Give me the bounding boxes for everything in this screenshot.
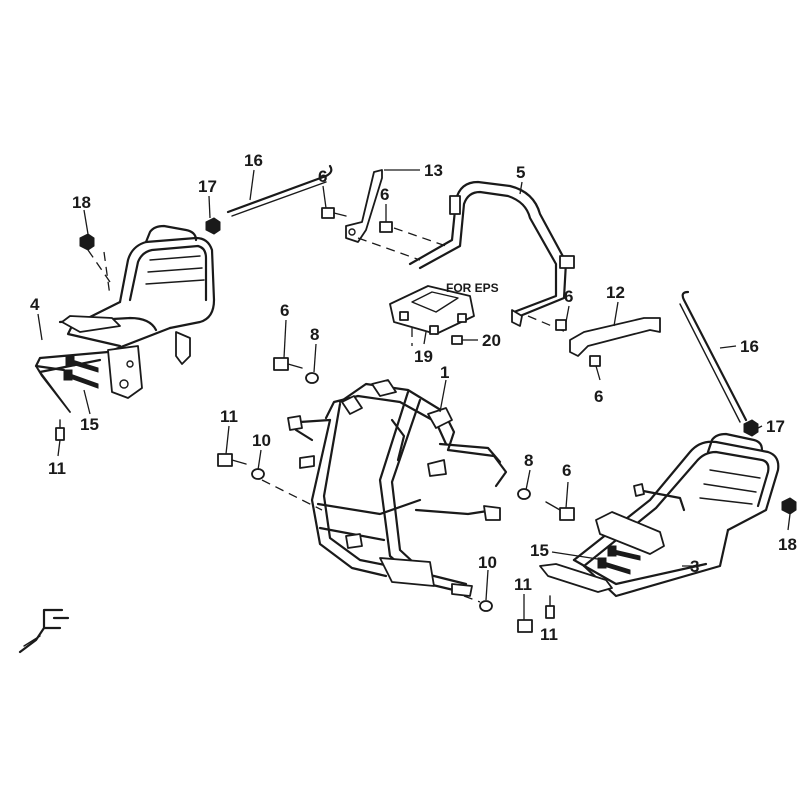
left-rack-part-4	[34, 224, 216, 441]
main-frame-part-1	[287, 379, 508, 597]
callout-6: 6	[318, 167, 327, 186]
eps-plate-part-19	[389, 285, 475, 346]
callout-16: 16	[244, 151, 263, 170]
callout-8: 8	[524, 451, 533, 470]
callout-11: 11	[540, 625, 558, 644]
callout-11: 11	[48, 459, 66, 478]
left-nut-part-17	[205, 217, 221, 235]
callout-20: 20	[482, 331, 501, 350]
screw-part-20	[451, 335, 463, 345]
callout-12: 12	[606, 283, 625, 302]
leader-lines	[37, 169, 791, 620]
callout-6: 6	[562, 461, 571, 480]
callout-6: 6	[564, 287, 573, 306]
callout-13: 13	[424, 161, 443, 180]
callout-17: 17	[198, 177, 217, 196]
callout-11: 11	[514, 575, 532, 594]
callout-4: 4	[30, 295, 40, 314]
bracket-part-12	[527, 315, 661, 367]
callout-11: 11	[220, 407, 238, 426]
right-nut-part-18	[781, 497, 797, 515]
callout-6: 6	[380, 185, 389, 204]
callout-18: 18	[778, 535, 797, 554]
bracket-part-13	[321, 169, 447, 261]
front-direction-arrow-icon	[18, 608, 70, 654]
callout-1: 1	[440, 363, 449, 382]
callout-15: 15	[530, 541, 549, 560]
callout-15: 15	[80, 415, 99, 434]
right-rack-part-3	[539, 432, 780, 598]
callout-19: 19	[414, 347, 433, 366]
callout-17: 17	[766, 417, 785, 436]
callout-8: 8	[310, 325, 319, 344]
callout-6: 6	[594, 387, 603, 406]
callout-16: 16	[740, 337, 759, 356]
callout-3: 3	[690, 557, 699, 576]
right-nut-part-17	[743, 419, 759, 437]
callout-labels: 16 17 18 4 15 11 6 13 6 5 6 12 FOR EPS 1…	[30, 151, 797, 644]
callout-5: 5	[516, 163, 525, 182]
left-rod-part-16	[226, 164, 333, 217]
callout-18: 18	[72, 193, 91, 212]
callout-10: 10	[252, 431, 271, 450]
callout-6: 6	[280, 301, 289, 320]
frame-part-5	[408, 180, 575, 327]
callout-10: 10	[478, 553, 497, 572]
right-rod-part-16	[679, 290, 748, 423]
for-eps-note: FOR EPS	[446, 281, 499, 295]
main-frame-fasteners	[217, 357, 575, 633]
